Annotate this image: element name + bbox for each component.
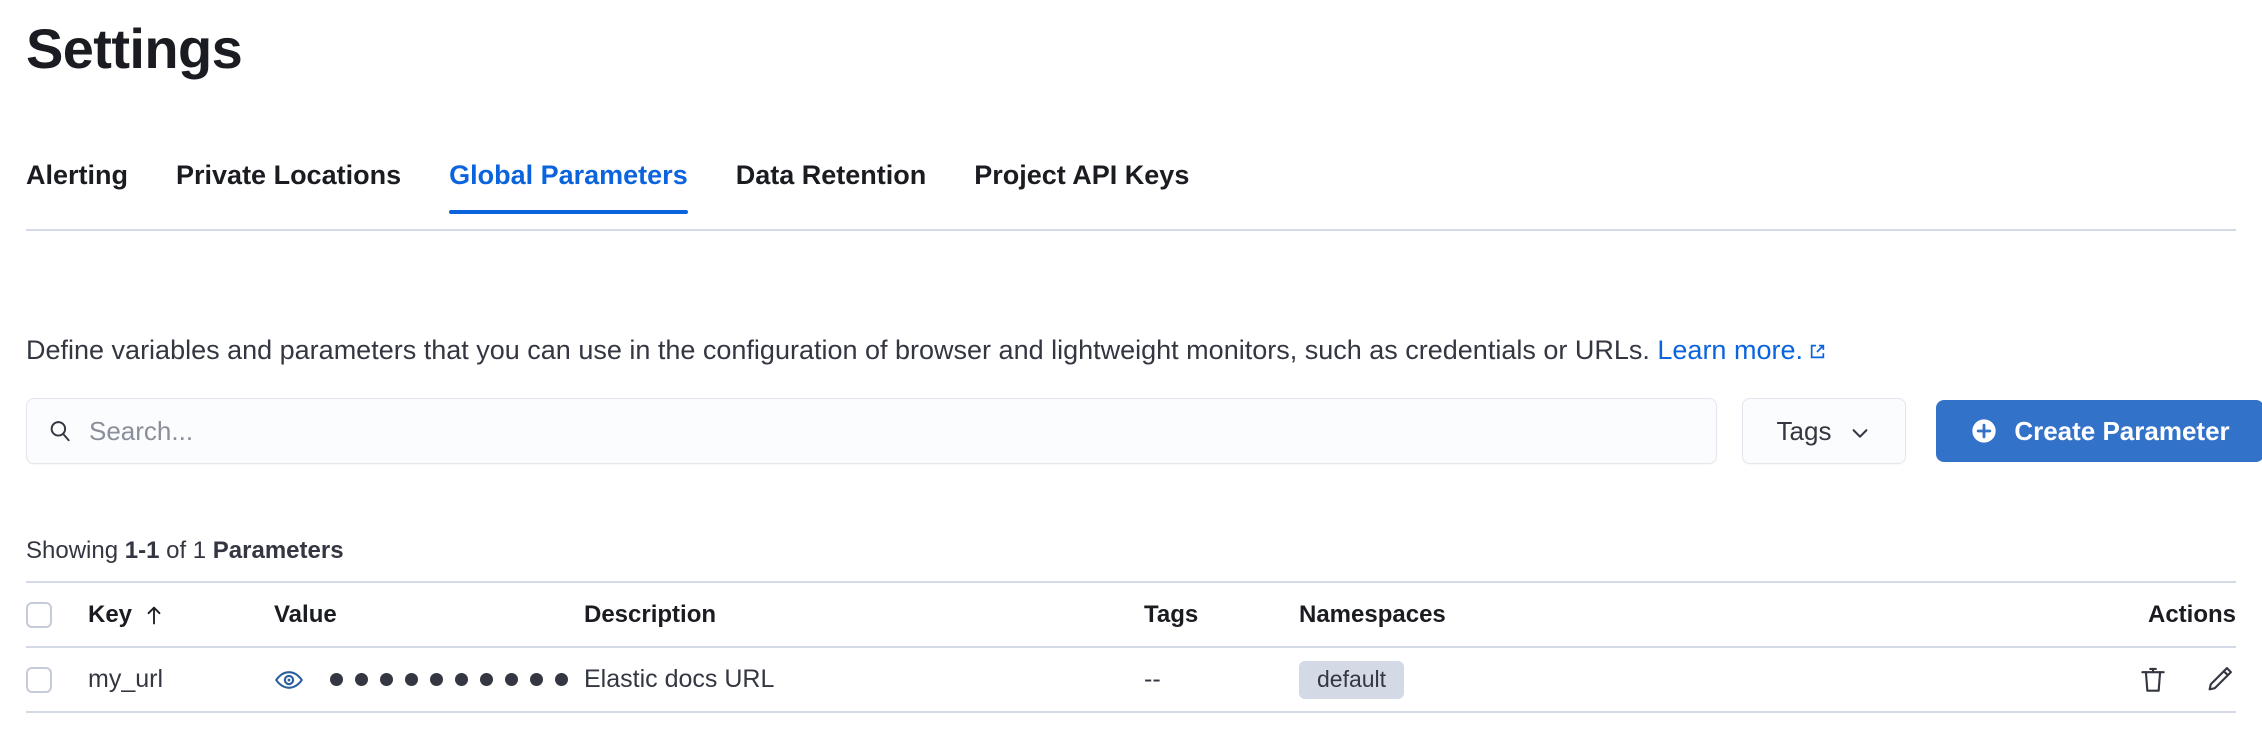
learn-more-link[interactable]: Learn more. — [1657, 335, 1826, 365]
tab-private-locations[interactable]: Private Locations — [152, 158, 425, 214]
tab-label: Alerting — [26, 160, 129, 190]
cell-value — [274, 665, 584, 695]
cell-namespaces: default — [1299, 660, 2086, 699]
search-input[interactable] — [89, 415, 1696, 447]
column-label: Namespaces — [1299, 600, 1446, 628]
column-header-namespaces[interactable]: Namespaces — [1299, 601, 2086, 629]
tab-alerting[interactable]: Alerting — [26, 158, 152, 214]
tags-filter-label: Tags — [1776, 415, 1832, 446]
column-header-description[interactable]: Description — [584, 601, 1144, 629]
column-header-actions: Actions — [2086, 601, 2236, 629]
masked-value — [330, 673, 568, 686]
settings-tabs: Alerting Private Locations Global Parame… — [26, 158, 1213, 231]
select-all-checkbox[interactable] — [26, 601, 52, 628]
create-parameter-button[interactable]: Create Parameter — [1936, 400, 2262, 462]
parameters-table: Key Value Description Tags Namespaces Ac… — [26, 581, 2236, 713]
tab-label: Private Locations — [176, 160, 402, 190]
eye-icon[interactable] — [274, 665, 304, 695]
table-header-divider — [26, 646, 2236, 648]
column-label: Actions — [2147, 600, 2236, 628]
row-select-cell — [26, 666, 88, 693]
showing-prefix: Showing — [26, 537, 125, 564]
tab-project-api-keys[interactable]: Project API Keys — [950, 158, 1213, 214]
results-count: Showing 1-1 of 1 Parameters — [26, 536, 344, 566]
chevron-down-icon — [1849, 420, 1871, 442]
cell-tags: -- — [1144, 665, 1299, 694]
column-label: Value — [274, 600, 337, 628]
showing-range: 1-1 — [124, 537, 160, 564]
showing-of: of 1 — [159, 537, 213, 564]
description-body: Define variables and parameters that you… — [26, 335, 1650, 365]
pencil-icon[interactable] — [2202, 663, 2236, 697]
tab-label: Data Retention — [735, 160, 927, 190]
external-link-icon — [1809, 343, 1826, 360]
column-header-key[interactable]: Key — [88, 601, 274, 629]
select-all-cell — [26, 601, 88, 628]
column-header-value[interactable]: Value — [274, 601, 584, 629]
showing-entity: Parameters — [212, 537, 344, 564]
table-top-divider — [26, 581, 2236, 583]
table-bottom-divider — [26, 711, 2236, 713]
plus-circle-icon — [1970, 417, 1998, 445]
table-row: my_url Elastic docs URL -- — [26, 648, 2236, 711]
search-box[interactable] — [26, 398, 1717, 464]
parameter-tags: -- — [1144, 665, 1161, 693]
cell-actions — [2086, 663, 2236, 697]
search-icon — [47, 418, 73, 444]
tab-global-parameters[interactable]: Global Parameters — [425, 158, 712, 214]
namespace-badge: default — [1299, 660, 1405, 699]
parameter-key: my_url — [88, 665, 164, 693]
parameter-description: Elastic docs URL — [584, 665, 775, 693]
column-label: Tags — [1144, 600, 1199, 628]
sort-ascending-arrow-icon — [144, 604, 164, 626]
column-header-tags[interactable]: Tags — [1144, 601, 1299, 629]
tags-filter-button[interactable]: Tags — [1742, 398, 1906, 464]
column-label: Key — [88, 600, 133, 628]
cell-description: Elastic docs URL — [584, 665, 1144, 694]
cell-key: my_url — [88, 665, 274, 694]
create-parameter-label: Create Parameter — [2014, 415, 2230, 446]
page-title: Settings — [26, 17, 243, 80]
tab-label: Project API Keys — [974, 160, 1190, 190]
description-text: Define variables and parameters that you… — [26, 322, 2236, 378]
column-label: Description — [584, 600, 717, 628]
tab-label: Global Parameters — [449, 160, 688, 190]
row-select-checkbox[interactable] — [26, 666, 52, 693]
tab-data-retention[interactable]: Data Retention — [712, 158, 951, 214]
trash-icon[interactable] — [2136, 663, 2170, 697]
tabs-divider — [26, 229, 2236, 231]
learn-more-label: Learn more. — [1657, 335, 1803, 365]
table-header-row: Key Value Description Tags Namespaces Ac… — [26, 583, 2236, 646]
